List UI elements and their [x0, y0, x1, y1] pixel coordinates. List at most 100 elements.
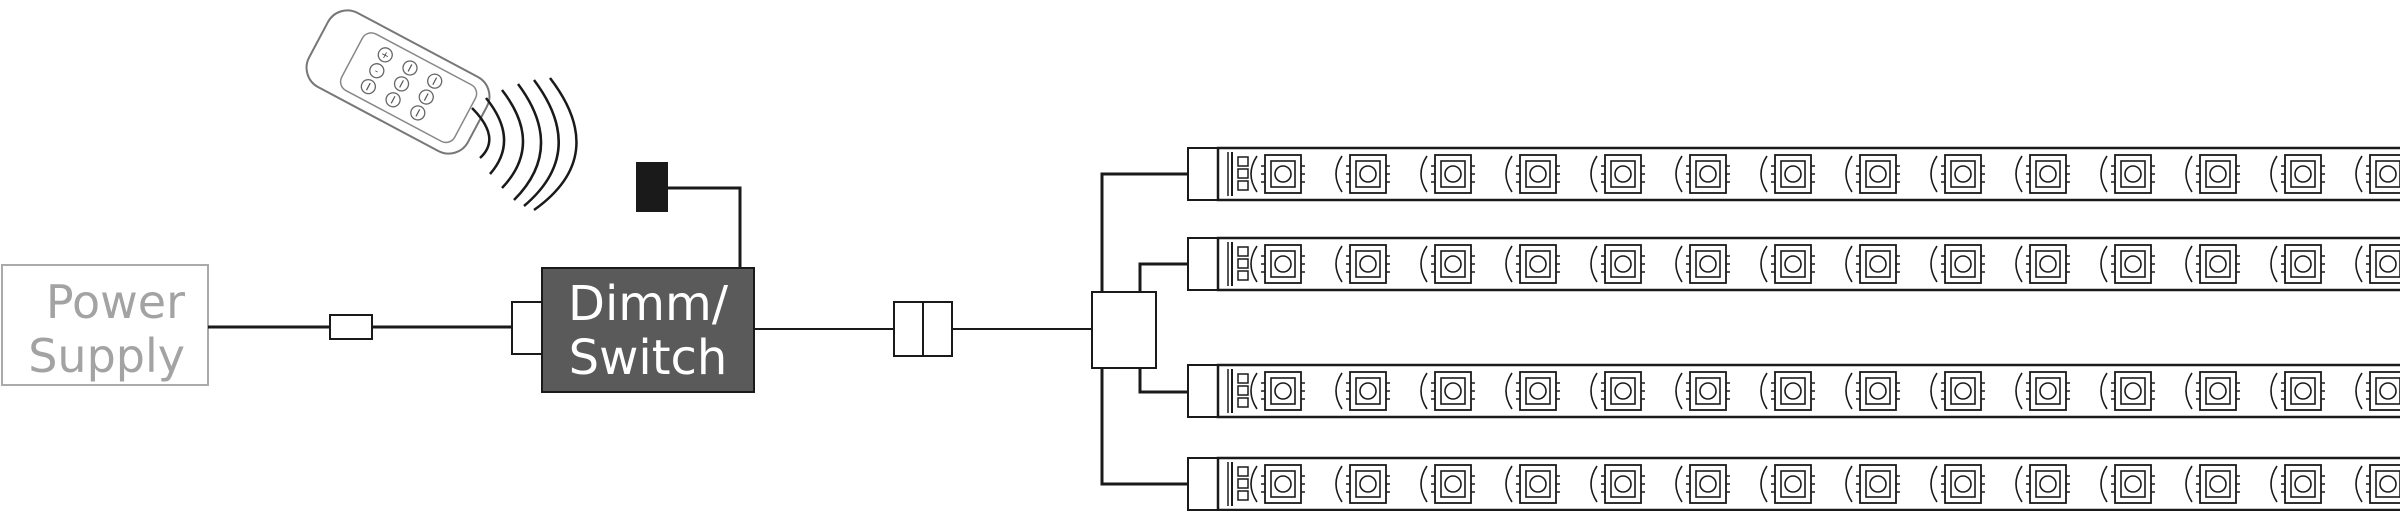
controller-label-line2: Switch [569, 330, 728, 386]
ir-receiver [636, 162, 742, 268]
led-chip [2355, 244, 2400, 284]
remote-button [385, 92, 401, 108]
strip-connector [1187, 147, 1219, 201]
contact-pad [1237, 246, 1249, 257]
led-chip [2100, 154, 2155, 194]
led-chip [1335, 244, 1390, 284]
led-chip [1930, 464, 1985, 504]
led-chip [1420, 154, 1475, 194]
led-chip [2100, 244, 2155, 284]
led-chip [2015, 154, 2070, 194]
inline-connector [329, 314, 373, 340]
led-chip [1420, 244, 1475, 284]
controller-input-plug [511, 301, 543, 355]
remote-button [402, 60, 418, 76]
led-chip [2185, 371, 2240, 411]
led-chip [2100, 371, 2155, 411]
led-chip [1845, 154, 1900, 194]
led-strip [1187, 236, 2400, 292]
led-chip [1760, 464, 1815, 504]
led-chip [1675, 154, 1730, 194]
led-chip [1845, 464, 1900, 504]
splitter-box [1091, 291, 1157, 369]
power-supply: Power Supply [1, 264, 209, 386]
led-chip [1505, 154, 1560, 194]
led-chip [1760, 154, 1815, 194]
remote-button [410, 105, 426, 121]
led-chip [1250, 244, 1305, 284]
led-chip [1930, 244, 1985, 284]
led-chip [1420, 464, 1475, 504]
contact-pad [1237, 156, 1249, 167]
led-chip [1250, 154, 1305, 194]
contact-pad [1237, 180, 1249, 191]
led-chip [1420, 371, 1475, 411]
led-chip [1590, 371, 1645, 411]
led-chip [1250, 464, 1305, 504]
led-chip [2355, 371, 2400, 411]
led-strip [1187, 146, 2400, 202]
led-chip [1675, 464, 1730, 504]
led-chip [1590, 464, 1645, 504]
contact-pad [1237, 478, 1249, 489]
led-chip [1505, 371, 1560, 411]
led-chip [1505, 244, 1560, 284]
led-chip [1505, 464, 1560, 504]
dimm-switch-controller: Dimm/ Switch [541, 267, 755, 393]
remote-button [418, 89, 434, 105]
led-strip-group [1187, 146, 2400, 511]
led-chip [2185, 244, 2240, 284]
remote-button [393, 76, 410, 92]
led-chip [2185, 154, 2240, 194]
led-chip [2270, 371, 2325, 411]
led-chip [2185, 464, 2240, 504]
led-chip [1760, 371, 1815, 411]
led-chip [1335, 464, 1390, 504]
led-chip [1590, 244, 1645, 284]
led-chip [2015, 371, 2070, 411]
contact-pad [1237, 490, 1249, 501]
ir-signal-waves [471, 77, 578, 212]
led-chip [1335, 371, 1390, 411]
led-chip [2100, 464, 2155, 504]
led-chip [2355, 464, 2400, 504]
contact-pad [1237, 168, 1249, 179]
power-supply-label-line2: Supply [28, 329, 185, 383]
led-strip [1187, 456, 2400, 511]
led-chip [2015, 244, 2070, 284]
controller-label-line1: Dimm/ [568, 276, 729, 332]
led-chip [2270, 464, 2325, 504]
led-chip [1845, 371, 1900, 411]
remote-button-label: - [372, 66, 381, 78]
remote-button [427, 73, 443, 89]
led-chip [1250, 371, 1305, 411]
led-chip [1845, 244, 1900, 284]
contact-pad [1237, 373, 1249, 384]
led-chip [1590, 154, 1645, 194]
strip-connector [1187, 457, 1219, 511]
led-chip [1335, 154, 1390, 194]
led-chip [1675, 244, 1730, 284]
output-connector [893, 301, 953, 357]
remote-control: +- [305, 9, 491, 155]
led-chip [1675, 371, 1730, 411]
remote-button-grid: +- [360, 47, 443, 121]
contact-pad [1237, 258, 1249, 269]
led-chip [2270, 154, 2325, 194]
contact-pad [1237, 270, 1249, 281]
splitter-wires [1100, 172, 1188, 486]
remote-button: - [369, 63, 385, 79]
led-chip [1760, 244, 1815, 284]
remote-button: + [377, 47, 393, 63]
led-strip [1187, 363, 2400, 419]
power-supply-label-line1: Power [46, 275, 185, 329]
led-chip [2270, 244, 2325, 284]
strip-connector [1187, 364, 1219, 418]
strip-connector [1187, 237, 1219, 291]
led-chip [1930, 371, 1985, 411]
led-chip [2015, 464, 2070, 504]
led-chip [1930, 154, 1985, 194]
contact-pad [1237, 466, 1249, 477]
contact-pad [1237, 385, 1249, 396]
